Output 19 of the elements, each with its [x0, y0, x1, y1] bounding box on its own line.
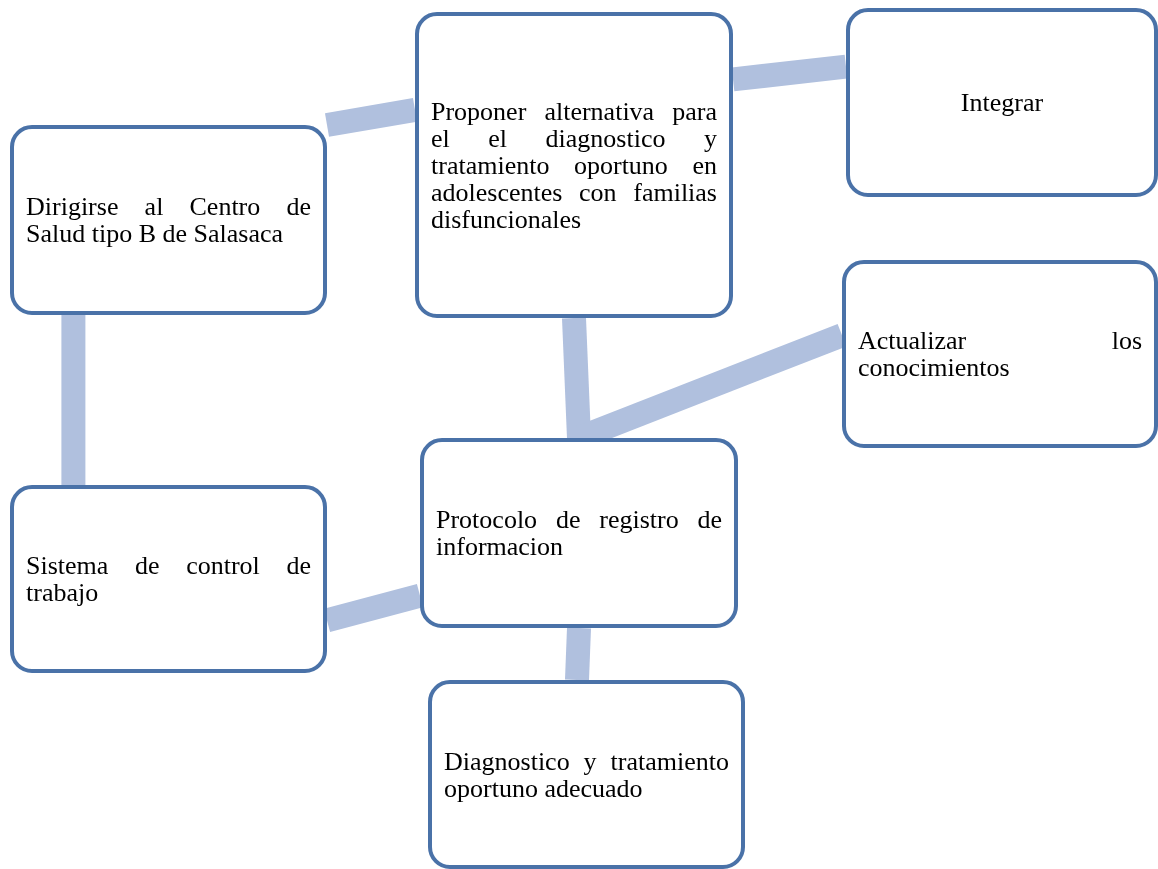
box-text: Proponer alternativa para el el diagnostico y tratamiento oportuno en adolescentes con familias disfuncionales — [431, 97, 717, 233]
connector-band — [731, 54, 848, 92]
process-box — [428, 680, 745, 869]
box-text: Dirigirse al Centro de Salud tipo B de Salasaca — [26, 193, 311, 247]
process-box — [846, 8, 1158, 197]
connector-band — [61, 315, 86, 485]
box-text: Sistema de control de trabajo — [26, 552, 311, 606]
box-text: Integrar — [959, 89, 1045, 116]
box-text: Protocolo de registro de informacion — [436, 506, 722, 560]
process-box — [10, 485, 327, 673]
process-box — [842, 260, 1158, 448]
process-box — [415, 12, 733, 318]
connector-band — [562, 317, 591, 439]
box-text: Diagnostico y tratamiento oportuno adecuado — [444, 747, 729, 802]
connector-band — [565, 627, 591, 681]
process-box — [420, 438, 738, 628]
process-box — [10, 125, 327, 315]
connector-band — [325, 98, 417, 137]
box-text: Actualizar los conocimientos — [858, 327, 1142, 381]
